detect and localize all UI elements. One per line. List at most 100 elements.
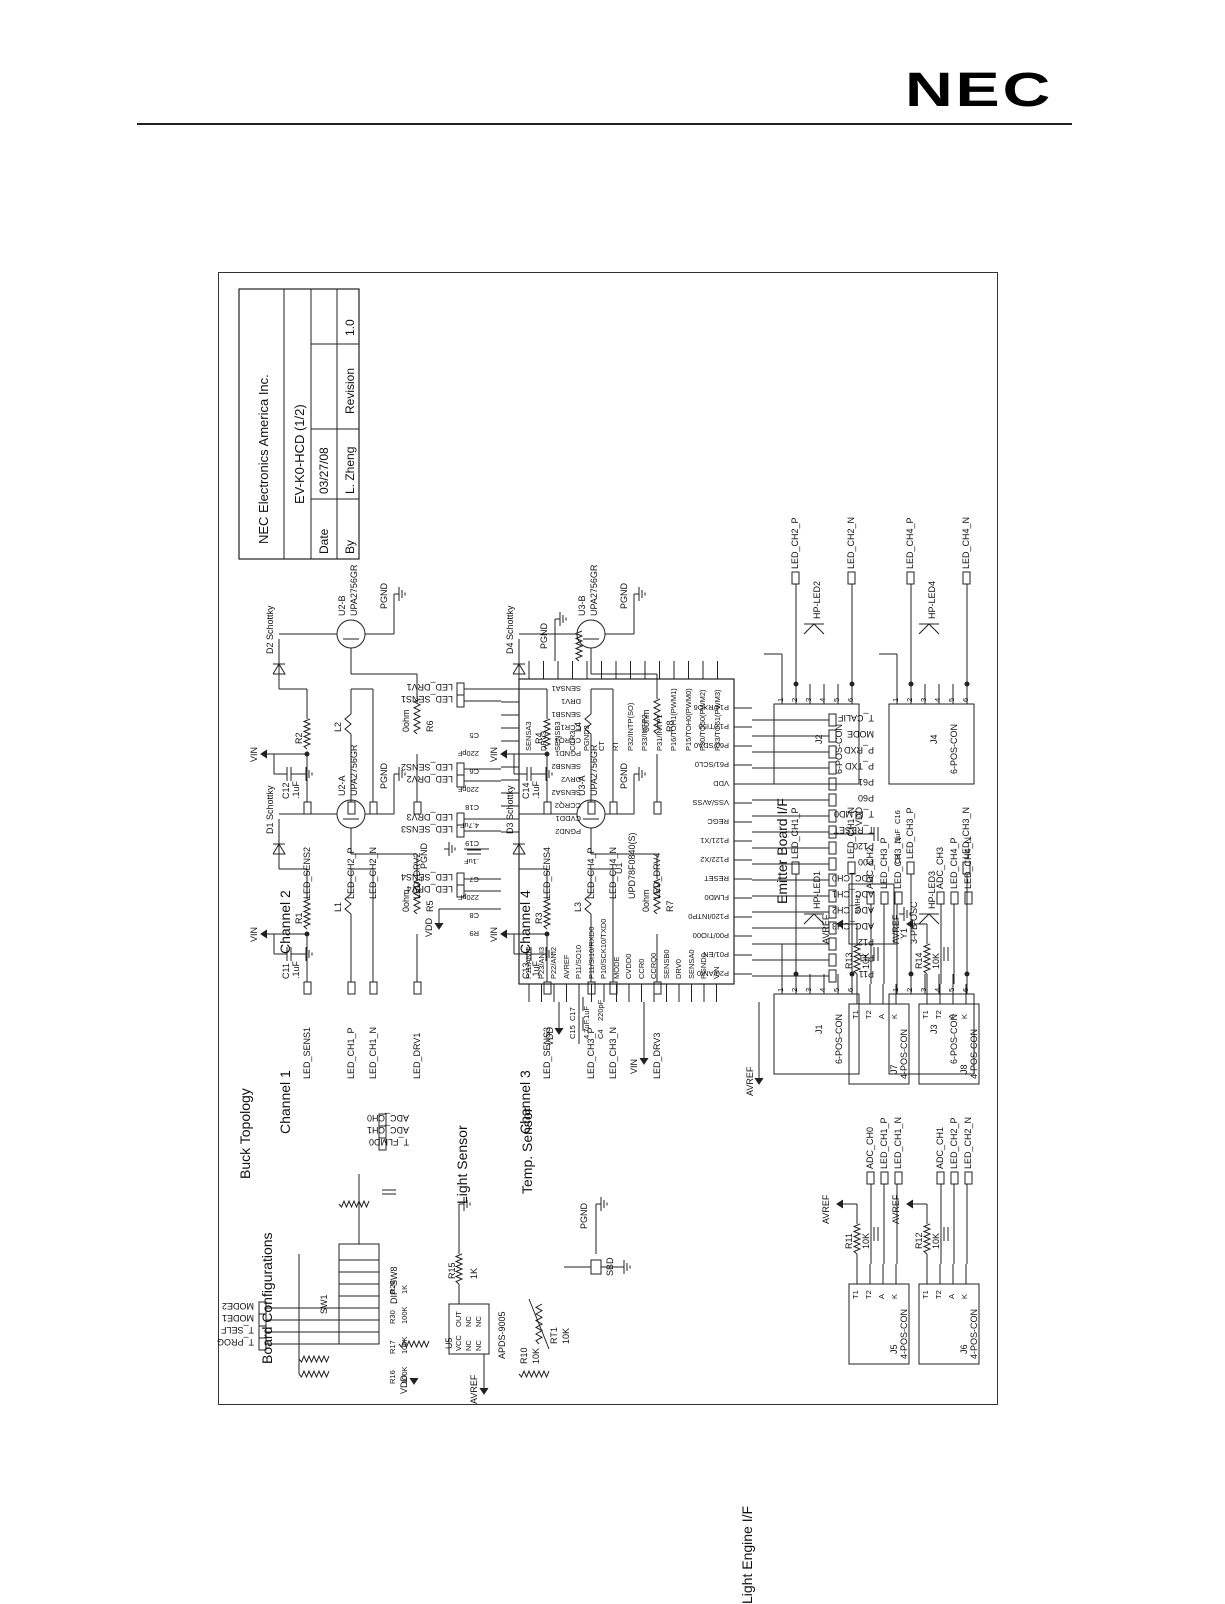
- fet-part: UPA2756GR: [349, 744, 359, 796]
- mcu-left-cap-label: C17: [568, 1007, 577, 1021]
- light-sensor-body: [448, 1303, 490, 1355]
- header-rule: [137, 123, 1072, 125]
- emitter-type: 6-POS-CON: [834, 1013, 844, 1064]
- config-pullup: [398, 1339, 430, 1349]
- engine-pin: A: [877, 1013, 886, 1019]
- engine-res-ref: R12: [914, 1232, 924, 1249]
- mcu-pin-top: SENSA2: [551, 788, 581, 797]
- cap-ref: C14: [521, 782, 531, 799]
- emitter-pin: 5: [947, 987, 956, 992]
- net-flag-mcu: [456, 694, 465, 708]
- junction-dot: [793, 681, 799, 687]
- sensor-pin: NC: [464, 1340, 473, 1351]
- engine-connector-body: [918, 1283, 980, 1365]
- engine-type: 4-POS-CON: [899, 1308, 909, 1359]
- by-value: L. Zheng: [343, 446, 357, 494]
- doc-title: EV-K0-HCD (1/2): [292, 404, 307, 504]
- mcu-pin-bottom: P122/X2: [700, 855, 729, 864]
- engine-res-ref: R11: [844, 1233, 854, 1249]
- supply-arrow: [906, 919, 914, 929]
- config-left-net: T_SELF: [220, 1325, 254, 1335]
- inductor-symbol: [584, 893, 592, 915]
- pgnd-label: PGND: [619, 762, 629, 789]
- junction-dot: [544, 751, 550, 757]
- engine-n-net: LED_CH4_N: [963, 836, 973, 889]
- net-flag-mcu-bottom: [828, 841, 837, 855]
- emitter-pin: 2: [790, 697, 799, 702]
- sensor-pin: VCC: [454, 1335, 463, 1351]
- diode-symbol: [272, 843, 286, 855]
- emitter-led: HP-LED2: [812, 580, 822, 619]
- vin-label: VIN: [489, 926, 499, 942]
- pgnd-mcu-top: PGND: [419, 842, 429, 869]
- mcu-left-cap-label: 4.7uF: [582, 1019, 591, 1039]
- emitter-pin: 3: [919, 987, 928, 992]
- mcu-pin-top: SENSA1: [551, 684, 581, 693]
- title-block: [238, 288, 360, 560]
- junction-dot: [544, 931, 550, 937]
- net-n-ch2: LED_CH2_N: [368, 846, 378, 899]
- net-flag-sens: [543, 801, 552, 815]
- diode-label: D3 Schottky: [505, 785, 515, 834]
- mcu-top-cap-label: C18: [465, 803, 479, 812]
- fet-part: UPA2756GR: [589, 744, 599, 796]
- mosfet-body: [336, 619, 366, 649]
- engine-ref: J8: [959, 1064, 969, 1074]
- mcu-pin-right: P11/SI10/RXD0: [586, 926, 596, 979]
- mcu-pin-bottom: P17/TI50: [698, 722, 729, 731]
- engine-adc-net: ADC_CH0: [865, 1126, 875, 1169]
- net-sens-ch2: LED_SENS2: [302, 846, 312, 899]
- emitter-pin: 2: [905, 697, 914, 702]
- engine-connector-body: [848, 1283, 910, 1365]
- engine-n-net: LED_CH3_N: [893, 836, 903, 889]
- mcu-pin-top: PGND2: [555, 827, 581, 836]
- sensor-pin: NC: [474, 1340, 483, 1351]
- vin-label: VIN: [249, 746, 259, 762]
- cap-value: .1uF: [531, 780, 541, 799]
- emitter-p-net: LED_CH2_P: [790, 517, 800, 569]
- nec-logo: NEC: [905, 64, 1055, 117]
- emitter-pin: 6: [846, 697, 855, 702]
- emitter-pin: 4: [933, 987, 942, 992]
- engine-avref: AVREF: [821, 914, 831, 944]
- gate-res-value: 0ohm: [401, 709, 411, 732]
- mcu-pin-bottom: P121/X1: [700, 836, 729, 845]
- emitter-pin: 1: [776, 697, 785, 702]
- net-flag-emitter: [791, 861, 800, 875]
- engine-resistor: [922, 943, 932, 975]
- net-flag-engine: [866, 1171, 875, 1185]
- mcu-top-cap-label: 220pF: [457, 749, 479, 758]
- rt1-value: 10K: [561, 1327, 571, 1344]
- section-emitter-board: Emitter Board I/F: [774, 798, 790, 904]
- mcu-pin-bottom: FLMD0: [704, 893, 729, 902]
- net-flag-p: [587, 801, 596, 815]
- config-right-net: ADC_CH0: [366, 1113, 409, 1123]
- config-res-label: R28: [388, 1280, 397, 1294]
- supply-arrow: [479, 1387, 489, 1395]
- fet-ref: U3-B: [577, 595, 587, 616]
- sensor-avref: AVREF: [469, 1374, 479, 1404]
- r28-resistor: [338, 1199, 370, 1209]
- emitter-connector-body: [888, 703, 975, 785]
- mcu-pin-right: CCRQ0: [649, 952, 658, 979]
- config-res-label: 1K: [400, 1284, 409, 1294]
- net-n-ch3: LED_CH3_N: [608, 1026, 618, 1079]
- by-label: By: [343, 539, 357, 554]
- engine-type: 4-POS-CON: [969, 1028, 979, 1079]
- fet-ref: U2-A: [337, 775, 347, 796]
- mcu-pin-left: CT: [596, 741, 606, 751]
- net-flag-emitter: [791, 571, 800, 585]
- mcu-left-cap-label: C15: [568, 1025, 577, 1039]
- net-flag-mcu-bottom: [828, 793, 837, 807]
- ind-ref: L2: [333, 721, 343, 732]
- engine-avref: AVREF: [891, 914, 901, 944]
- mcu-left-cap-label: .1uF: [582, 1005, 591, 1021]
- net-mcu-top: LED_DRV2: [406, 774, 453, 784]
- junction-dot: [908, 681, 914, 687]
- vin-label: VIN: [489, 746, 499, 762]
- mcu-pin-bottom: P20/ANI0: [696, 969, 729, 978]
- config-left-net: T_PROG: [216, 1337, 254, 1347]
- gate-resistor: [412, 698, 422, 735]
- net-mcu-top: LED_DRV4: [406, 884, 453, 894]
- company-name: NEC Electronics America Inc.: [256, 374, 271, 544]
